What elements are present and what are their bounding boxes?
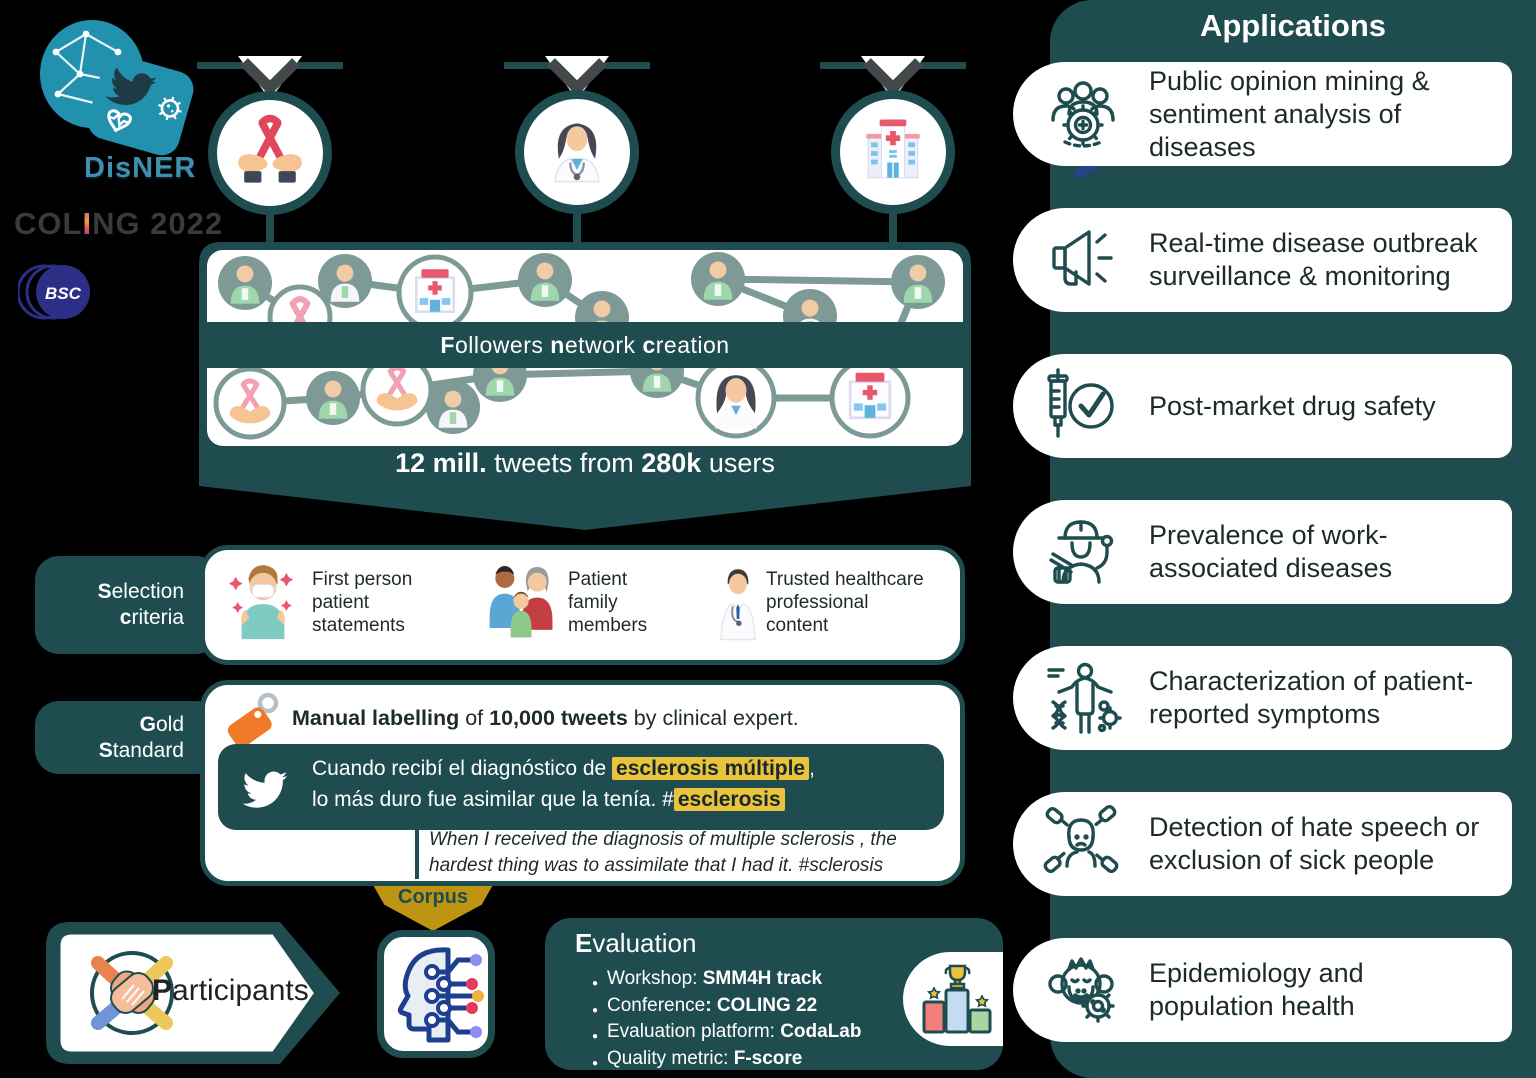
selection-item-label: Trusted healthcare professional content — [766, 569, 924, 636]
evaluation-list: Workshop: SMM4H track Conference: COLING… — [592, 966, 861, 1077]
chevron-down-icon — [545, 56, 609, 100]
disner-logo — [40, 20, 194, 156]
syringe-check-icon — [1039, 362, 1127, 450]
twitter-bird-icon — [105, 67, 157, 105]
doctor-icon — [720, 569, 756, 641]
application-label: Real-time disease outbreak surveillance … — [1149, 228, 1478, 291]
tweet-example-box — [218, 744, 944, 830]
application-label: Detection of hate speech or exclusion of… — [1149, 812, 1480, 875]
participants-label: Participants — [152, 974, 309, 1007]
application-label: Characterization of patient- reported sy… — [1149, 666, 1474, 729]
selection-item-label: First person patient statements — [312, 569, 413, 636]
evaluation-title: Evaluation — [575, 928, 697, 958]
application-item: Epidemiology and population health — [1013, 938, 1512, 1042]
female-doctor-icon — [554, 123, 600, 183]
application-label: Post-market drug safety — [1149, 390, 1436, 421]
corpus-label: Corpus — [398, 886, 468, 908]
heart-pulse-icon — [107, 109, 132, 133]
hands-together-icon — [90, 951, 174, 1035]
hands-ribbon-icon — [238, 114, 302, 183]
virus-icon — [158, 96, 182, 121]
connector-3 — [889, 211, 897, 243]
application-label: Public opinion mining & sentiment analys… — [1149, 65, 1430, 162]
corpus-arrow: Corpus — [372, 883, 494, 931]
chevron-down-icon — [861, 56, 925, 100]
followers-network-panel — [199, 242, 971, 530]
ai-head-icon — [397, 947, 484, 1043]
evaluation-bullet: Quality metric: F-score — [592, 1046, 861, 1077]
monkey-virus-icon — [1039, 946, 1127, 1034]
application-label: Prevalence of work- associated diseases — [1149, 520, 1393, 583]
source-hospitals — [831, 90, 955, 214]
worker-icon — [1039, 508, 1127, 596]
chevron-down-icon — [238, 56, 302, 100]
tweet-translation: When I received the diagnosis of multipl… — [415, 827, 981, 879]
body-dna-icon — [1039, 654, 1127, 742]
evaluation-bullet: Evaluation platform: CodaLab — [592, 1019, 861, 1050]
application-item: Characterization of patient- reported sy… — [1013, 646, 1512, 750]
connector-2 — [573, 211, 581, 243]
crowd-gear-icon — [1039, 70, 1127, 158]
selection-item-label: Patient family members — [568, 569, 648, 636]
application-item: Post-market drug safety — [1013, 354, 1512, 458]
evaluation-bullet: Workshop: SMM4H track — [592, 966, 861, 997]
bsc-text: BSC — [45, 284, 82, 303]
tweet-text: Cuando recibí el diagnóstico de escleros… — [312, 757, 815, 811]
selection-criteria-panel — [200, 545, 965, 665]
network-nodes — [213, 252, 945, 440]
application-label: Epidemiology and population health — [1149, 958, 1364, 1021]
application-item: Detection of hate speech or exclusion of… — [1013, 792, 1512, 896]
manual-labelling-heading: Manual labelling of 10,000 tweets by cli… — [292, 706, 799, 730]
podium-trophy-icon — [922, 964, 992, 1034]
bsc-logo: BSC — [18, 264, 90, 320]
application-item: Real-time disease outbreak surveillance … — [1013, 208, 1512, 312]
megaphone-icon — [1039, 216, 1127, 304]
coling-wordmark: COLING 2022 — [14, 206, 224, 241]
evaluation-bullet: Conference: COLING 22 — [592, 993, 861, 1024]
connector-1 — [266, 211, 274, 243]
disner-wordmark: DisNER — [84, 152, 197, 184]
application-item: Public opinion mining & sentiment analys… — [1013, 62, 1512, 166]
tag-icon — [227, 692, 279, 748]
hate-speech-icon — [1039, 800, 1127, 888]
twitter-bird-icon — [242, 771, 288, 808]
followers-network-label: Followers network creation — [440, 332, 730, 358]
application-item: Prevalence of work- associated diseases — [1013, 500, 1512, 604]
hospital-icon — [866, 119, 920, 179]
sick-person-icon — [228, 565, 294, 640]
participants-banner — [46, 922, 340, 1064]
tweets-caption: 12 mill. tweets from 280k users — [395, 448, 775, 478]
source-patients — [208, 91, 332, 215]
source-doctors — [515, 90, 639, 214]
family-icon — [489, 566, 553, 638]
applications-title: Applications — [1199, 8, 1386, 43]
